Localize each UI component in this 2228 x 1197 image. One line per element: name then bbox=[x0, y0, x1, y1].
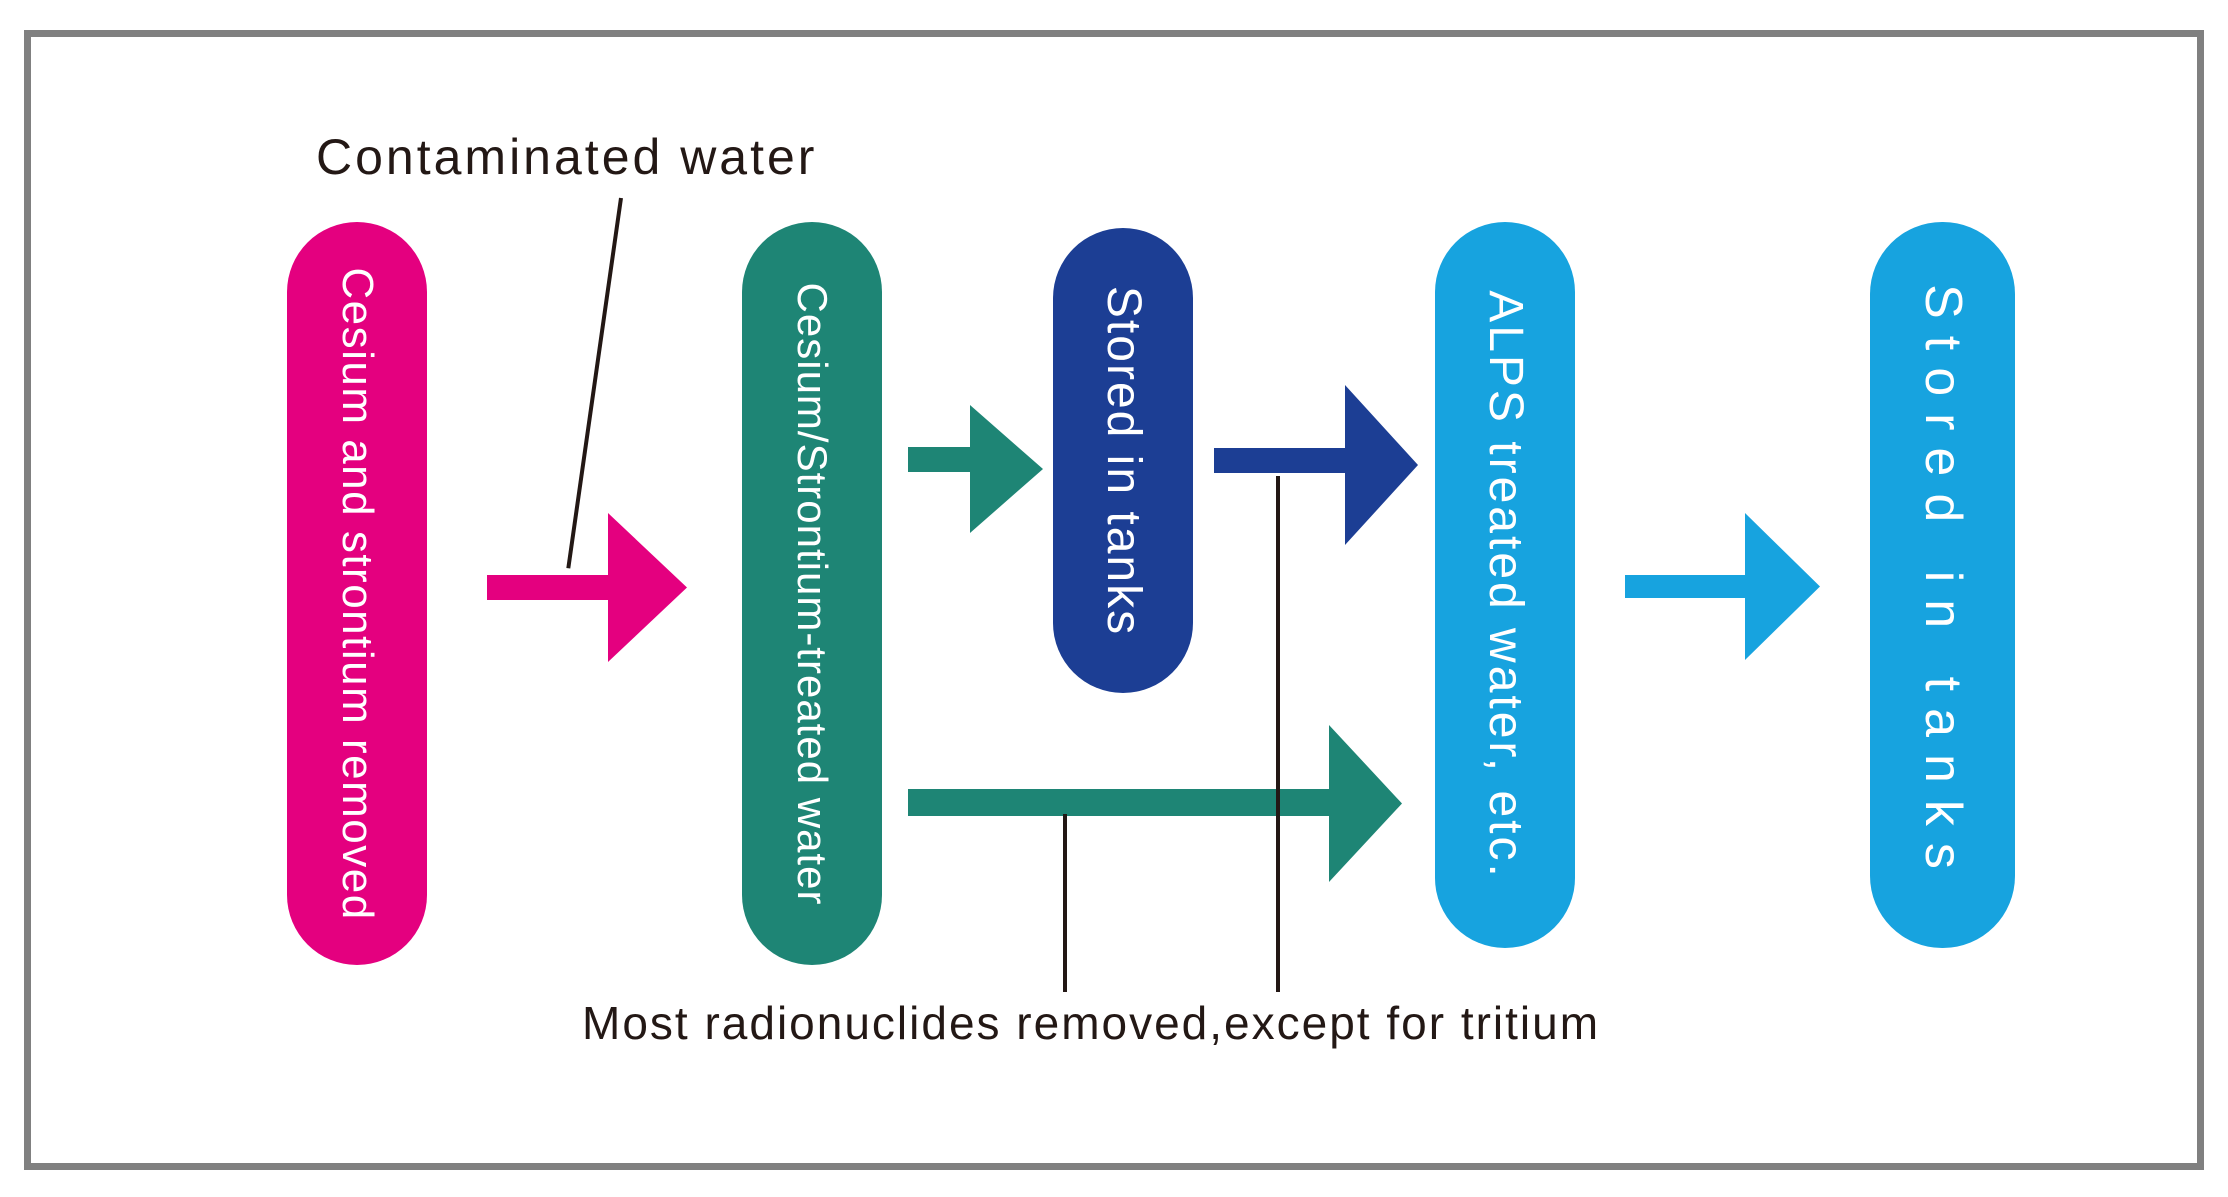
stage-pill-alps-treated-water: ALPS treated water, etc. bbox=[1435, 222, 1575, 948]
stage-pill-cesium-strontium-treated-water: Cesium/Strontium-treated water bbox=[742, 222, 882, 965]
flow-arrow-treated-to-alps-long bbox=[908, 725, 1402, 882]
flow-arrow-contaminated-to-treated bbox=[487, 513, 687, 662]
leader-line-tritium-note-right bbox=[1276, 476, 1280, 992]
arrow-shape bbox=[487, 513, 687, 662]
arrow-shape bbox=[908, 725, 1402, 882]
stage-label: Stored in tanks bbox=[1913, 284, 1972, 886]
arrow-shape bbox=[908, 405, 1043, 533]
leader-line-tritium-note-left bbox=[1063, 814, 1067, 992]
stage-label: Stored in tanks bbox=[1097, 285, 1150, 636]
tritium-note-label: Most radionuclides removed,except for tr… bbox=[582, 997, 1601, 1049]
stage-pill-stored-in-tanks-final: Stored in tanks bbox=[1870, 222, 2015, 948]
arrow-shape bbox=[1214, 385, 1418, 545]
stage-label: Cesium and strontium removed bbox=[333, 266, 382, 921]
stage-label: ALPS treated water, etc. bbox=[1479, 290, 1532, 880]
arrow-shape bbox=[1625, 513, 1820, 660]
stage-label: Cesium/Strontium-treated water bbox=[789, 282, 836, 905]
contaminated-water-label: Contaminated water bbox=[316, 129, 818, 185]
flow-arrow-tanks-to-alps bbox=[1214, 385, 1418, 545]
flow-arrow-alps-to-final-tanks bbox=[1625, 513, 1820, 660]
stage-pill-cesium-strontium-removed: Cesium and strontium removed bbox=[287, 222, 427, 965]
stage-pill-stored-in-tanks-intermediate: Stored in tanks bbox=[1053, 228, 1193, 693]
flow-arrow-treated-to-tanks bbox=[908, 405, 1043, 533]
